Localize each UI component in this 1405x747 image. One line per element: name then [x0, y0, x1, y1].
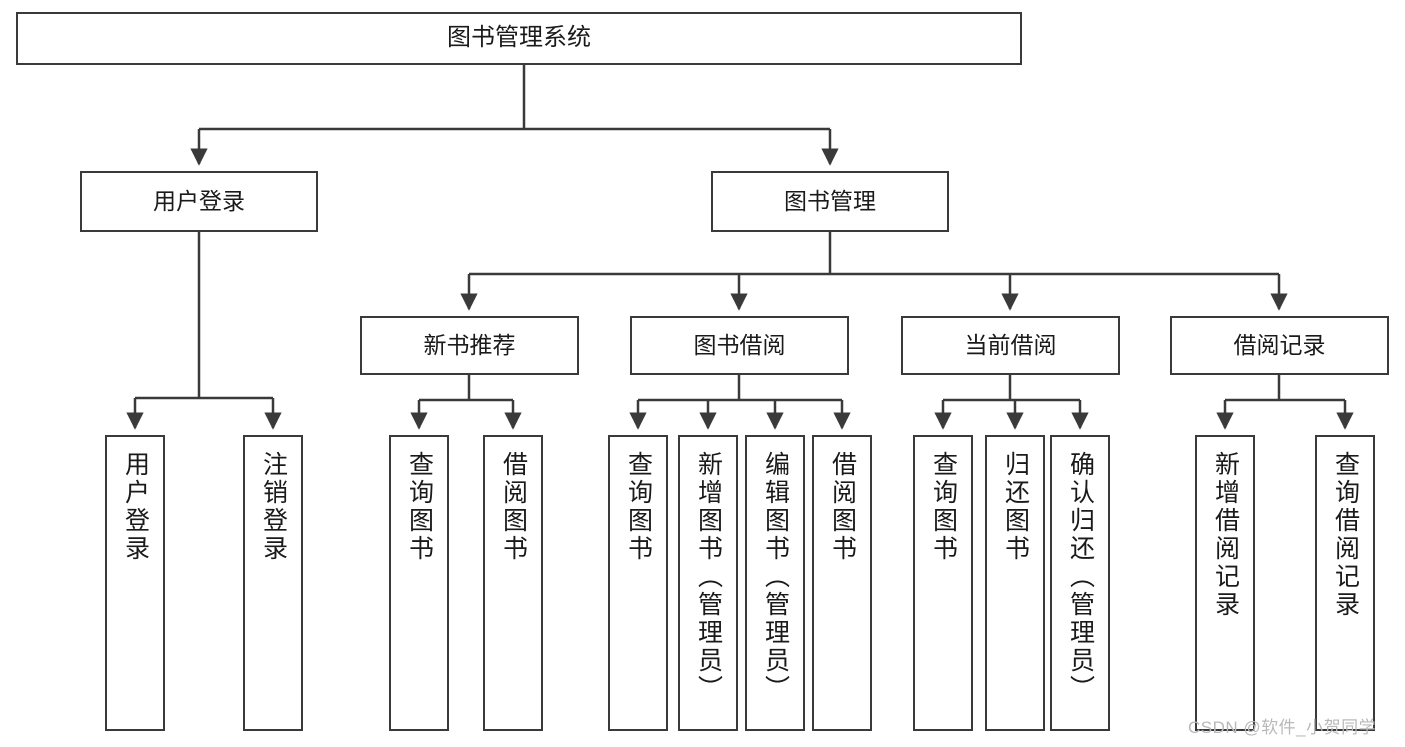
node-leaf-query-book-1[interactable]: 查询图书: [389, 435, 449, 731]
node-leaf-user-login[interactable]: 用户登录: [105, 435, 165, 731]
node-leaf-add-record[interactable]: 新增借阅记录: [1195, 435, 1255, 731]
node-borrow-record[interactable]: 借阅记录: [1170, 316, 1389, 375]
node-new-book-rec[interactable]: 新书推荐: [360, 316, 579, 375]
node-leaf-confirm-return[interactable]: 确认归还（管理员）: [1050, 435, 1110, 731]
node-leaf-borrow-book-1[interactable]: 借阅图书: [483, 435, 543, 731]
node-leaf-confirm-return-label: 确认归还（管理员）: [1066, 451, 1095, 703]
node-leaf-query-record[interactable]: 查询借阅记录: [1315, 435, 1375, 731]
node-new-book-rec-label: 新书推荐: [423, 331, 516, 358]
node-leaf-edit-book[interactable]: 编辑图书（管理员）: [745, 435, 805, 731]
node-root[interactable]: 图书管理系统: [16, 12, 1022, 65]
node-book-manage[interactable]: 图书管理: [711, 171, 949, 232]
node-leaf-return-book-label: 归还图书: [1001, 451, 1030, 563]
node-leaf-user-login-label: 用户登录: [121, 451, 150, 563]
node-root-label: 图书管理系统: [447, 24, 591, 52]
node-borrow-record-label: 借阅记录: [1233, 331, 1326, 358]
node-leaf-borrow-book-2-label: 借阅图书: [828, 451, 857, 563]
node-leaf-logout[interactable]: 注销登录: [243, 435, 303, 731]
node-user-login[interactable]: 用户登录: [80, 171, 318, 232]
node-leaf-edit-book-label: 编辑图书（管理员）: [761, 451, 790, 703]
node-book-manage-label: 图书管理: [784, 187, 876, 214]
node-current-borrow[interactable]: 当前借阅: [901, 316, 1120, 375]
node-leaf-add-book[interactable]: 新增图书（管理员）: [678, 435, 738, 731]
node-book-borrow[interactable]: 图书借阅: [630, 316, 849, 375]
node-leaf-query-book-1-label: 查询图书: [405, 451, 434, 563]
node-leaf-query-book-3[interactable]: 查询图书: [913, 435, 973, 731]
node-book-borrow-label: 图书借阅: [693, 331, 786, 358]
node-current-borrow-label: 当前借阅: [964, 331, 1057, 358]
node-leaf-query-book-2-label: 查询图书: [624, 451, 653, 563]
node-leaf-add-book-label: 新增图书（管理员）: [694, 451, 723, 703]
node-user-login-label: 用户登录: [153, 187, 245, 214]
node-leaf-return-book[interactable]: 归还图书: [985, 435, 1045, 731]
watermark: CSDN @软件_小贺同学: [1188, 718, 1377, 737]
node-leaf-borrow-book-2[interactable]: 借阅图书: [812, 435, 872, 731]
node-leaf-query-record-label: 查询借阅记录: [1331, 451, 1360, 619]
node-leaf-query-book-3-label: 查询图书: [929, 451, 958, 563]
node-leaf-add-record-label: 新增借阅记录: [1211, 451, 1240, 619]
node-leaf-borrow-book-1-label: 借阅图书: [499, 451, 528, 563]
node-leaf-query-book-2[interactable]: 查询图书: [608, 435, 668, 731]
node-leaf-logout-label: 注销登录: [259, 451, 288, 563]
